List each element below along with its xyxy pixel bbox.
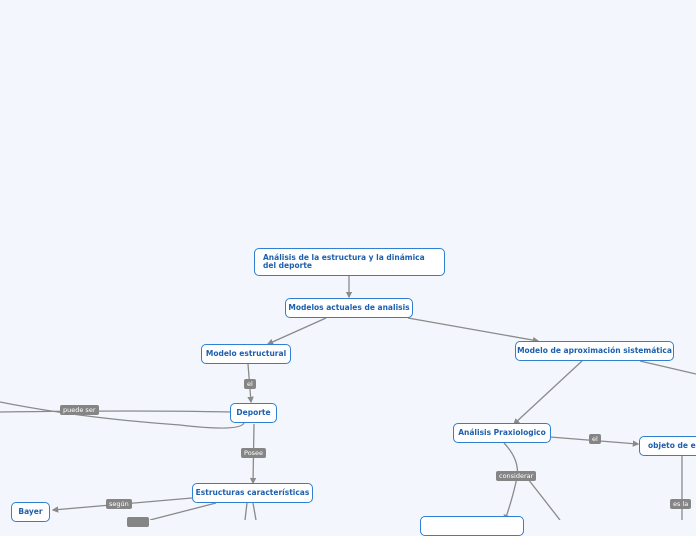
node-deporte[interactable]: Deporte [230,403,277,423]
node-modelo-sistematico[interactable]: Modelo de aproximación sistemática [515,341,674,361]
node-modelo-estructural[interactable]: Modelo estructural [201,344,291,364]
node-modelos-text: Modelos actuales de analisis [288,303,410,312]
edge-modelos-estructural [266,317,327,345]
edge-deporte-left-1 [0,410,231,413]
node-root-text: Análisis de la estructura y la dinámica … [263,253,425,270]
edge-estructuras-down-2 [244,502,248,520]
edge-modelos-sistematico [407,317,540,344]
node-partial-bottom[interactable] [420,516,524,536]
node-estructuras-text: Estructuras características [195,488,310,497]
label-el-2: el [589,434,601,444]
label-el-1: el [244,379,256,389]
edge-praxiologico-considerar [503,442,519,520]
edge-sistematico-right [639,360,696,375]
node-deporte-text: Deporte [236,408,271,417]
node-modelos-actuales[interactable]: Modelos actuales de analisis [285,298,413,318]
node-analisis-praxiologico[interactable]: Análisis Praxiologico [453,423,551,443]
node-objeto-text: objeto de es [648,441,696,450]
label-partial-bottom [127,517,149,527]
label-puede-ser: puede ser [60,405,99,415]
edge-sistematico-praxiologico [513,360,583,425]
edge-estructuras-down-3 [252,502,257,520]
edge-deporte-left-2 [0,401,245,429]
label-posee: Posee [241,448,267,458]
node-sistematico-text: Modelo de aproximación sistemática [517,346,672,355]
label-es-la: es la [670,499,692,509]
node-root[interactable]: Análisis de la estructura y la dinámica … [254,248,445,276]
node-estructural-text: Modelo estructural [205,349,287,358]
node-bayer-text: Bayer [18,507,43,516]
edge-estructuras-down-1 [149,502,217,520]
label-considerar: considerar [496,471,537,481]
node-objeto-de-estudio[interactable]: objeto de es [639,436,696,456]
node-estructuras-caracteristicas[interactable]: Estructuras características [192,483,313,503]
edge-praxiologico-down [527,478,561,520]
node-bayer[interactable]: Bayer [11,502,50,522]
label-segun: según [106,499,132,509]
node-praxiologico-text: Análisis Praxiologico [458,428,546,437]
